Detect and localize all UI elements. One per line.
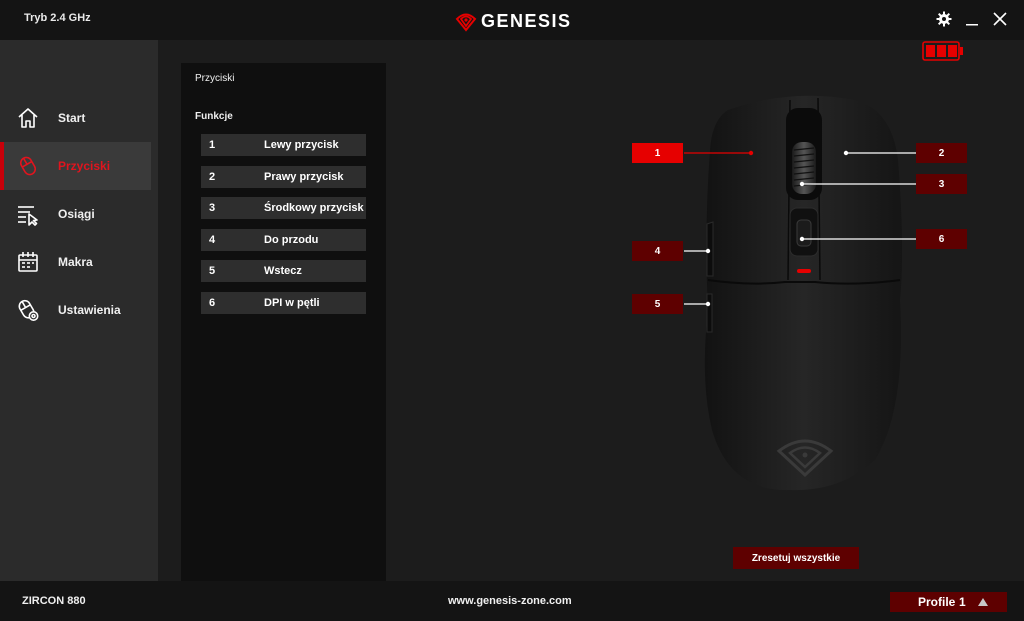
sidebar-item-label: Przyciski	[58, 159, 111, 173]
close-button[interactable]	[990, 8, 1010, 30]
genesis-logo-icon	[455, 13, 477, 32]
function-number: 3	[209, 202, 216, 214]
function-number: 2	[209, 171, 216, 183]
button-callout-2[interactable]: 2	[916, 143, 967, 163]
sidebar-item-label: Makra	[58, 255, 93, 269]
minimize-button[interactable]	[962, 8, 982, 30]
profile-label: Profile	[918, 595, 956, 609]
function-label: Prawy przycisk	[264, 171, 344, 183]
brand-name: GENESIS	[481, 10, 572, 31]
button-callout-1[interactable]: 1	[632, 143, 683, 163]
sidebar: Start Przyciski Osiągi	[0, 40, 158, 581]
function-label: Wstecz	[264, 265, 302, 277]
battery-icon	[922, 41, 963, 61]
gear-icon	[936, 11, 952, 27]
home-icon	[18, 108, 38, 128]
sidebar-item-label: Osiągi	[58, 207, 95, 221]
settings-button[interactable]	[934, 8, 954, 30]
mouse-image	[684, 95, 916, 491]
sidebar-item-ustawienia[interactable]: Ustawienia	[0, 286, 151, 334]
function-number: 5	[209, 265, 216, 277]
function-row-3[interactable]: 3 Środkowy przycisk	[201, 197, 366, 219]
function-label: DPI w pętli	[264, 297, 320, 309]
function-row-1[interactable]: 1 Lewy przycisk	[201, 134, 366, 156]
function-label: Do przodu	[264, 234, 319, 246]
panel-scroll-track	[181, 63, 189, 581]
button-callout-6[interactable]: 6	[916, 229, 967, 249]
brand-logo: GENESIS	[455, 9, 572, 33]
button-callout-4[interactable]: 4	[632, 241, 683, 261]
sidebar-item-makra[interactable]: Makra	[0, 238, 151, 286]
mouse-icon	[19, 156, 37, 176]
profile-selector[interactable]: Profile 1	[890, 592, 1007, 612]
function-row-5[interactable]: 5 Wstecz	[201, 260, 366, 282]
function-label: Lewy przycisk	[264, 139, 339, 151]
footer-bar: ZIRCON 880 www.genesis-zone.com Profile …	[0, 581, 1024, 621]
function-row-6[interactable]: 6 DPI w pętli	[201, 292, 366, 314]
macro-icon	[18, 252, 38, 272]
button-callout-5[interactable]: 5	[632, 294, 683, 314]
connection-mode: Tryb 2.4 GHz	[24, 12, 91, 24]
functions-panel: Przyciski Funkcje 1 Lewy przycisk 2 Praw…	[189, 63, 386, 581]
mouse-illustration: 1 2 3 4 5 6	[600, 80, 1000, 500]
reset-all-button[interactable]: Zresetuj wszystkie	[733, 547, 859, 569]
button-callout-3[interactable]: 3	[916, 174, 967, 194]
panel-subtitle: Funkcje	[195, 111, 233, 122]
sidebar-item-label: Ustawienia	[58, 303, 121, 317]
sidebar-item-label: Start	[58, 111, 86, 125]
function-number: 1	[209, 139, 216, 151]
minimize-icon	[966, 24, 978, 26]
title-bar: Tryb 2.4 GHz GENESIS	[0, 0, 1024, 40]
settings-mouse-icon	[18, 299, 39, 321]
sidebar-item-przyciski[interactable]: Przyciski	[0, 142, 151, 190]
device-name: ZIRCON 880	[22, 595, 86, 607]
function-number: 6	[209, 297, 216, 309]
function-label: Środkowy przycisk	[264, 202, 364, 214]
sidebar-item-start[interactable]: Start	[0, 94, 151, 142]
function-number: 4	[209, 234, 216, 246]
triangle-up-icon	[978, 598, 988, 606]
profile-number: 1	[959, 595, 966, 609]
panel-title: Przyciski	[195, 73, 235, 84]
sidebar-item-osiagi[interactable]: Osiągi	[0, 190, 151, 238]
function-row-2[interactable]: 2 Prawy przycisk	[201, 166, 366, 188]
function-row-4[interactable]: 4 Do przodu	[201, 229, 366, 251]
close-icon	[993, 12, 1007, 26]
performance-icon	[18, 206, 38, 226]
website-link[interactable]: www.genesis-zone.com	[448, 595, 572, 607]
